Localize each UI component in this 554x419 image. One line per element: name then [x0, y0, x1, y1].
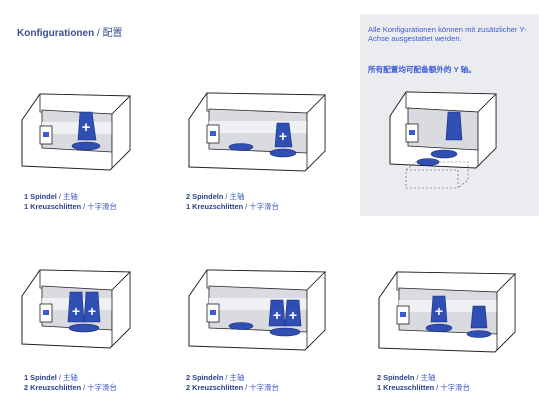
note-text-de: Alle Konfigurationen können mit zusätzli… [368, 25, 527, 44]
config-caption-4: 2 Spindeln / 主轴 2 Kreuzschlitten / 十字滑台 [186, 373, 279, 392]
config-caption-5: 2 Spindeln / 主轴 1 Kreuzschlitten / 十字滑台 [377, 373, 470, 392]
config-caption-1: 1 Spindel / 主轴 1 Kreuzschlitten / 十字滑台 [24, 192, 117, 211]
machine-illustration-3: + + [21, 269, 131, 349]
machine-illustration-y-axis [389, 91, 497, 189]
machine-illustration-5: + [378, 271, 516, 353]
title-separator: / [94, 28, 103, 39]
svg-text:+: + [72, 303, 80, 319]
svg-text:+: + [435, 303, 443, 319]
svg-text:+: + [279, 128, 287, 144]
title-de: Konfigurationen [17, 28, 95, 39]
svg-text:+: + [88, 303, 96, 319]
svg-text:+: + [289, 307, 297, 323]
svg-text:+: + [273, 307, 281, 323]
config-caption-2: 2 Spindeln / 主轴 1 Kreuzschlitten / 十字滑台 [186, 192, 279, 211]
svg-text:+: + [82, 119, 91, 136]
config-caption-3: 1 Spindel / 主轴 2 Kreuzschlitten / 十字滑台 [24, 373, 117, 392]
title-zh: 配置 [102, 28, 123, 39]
machine-illustration-1: + [21, 93, 131, 171]
page-title: Konfigurationen / 配置 [17, 24, 123, 39]
machine-illustration-4: + + [188, 269, 326, 351]
machine-illustration-2: + [188, 92, 326, 172]
note-text-zh: 所有配置均可配备额外的 Y 轴。 [368, 65, 476, 74]
